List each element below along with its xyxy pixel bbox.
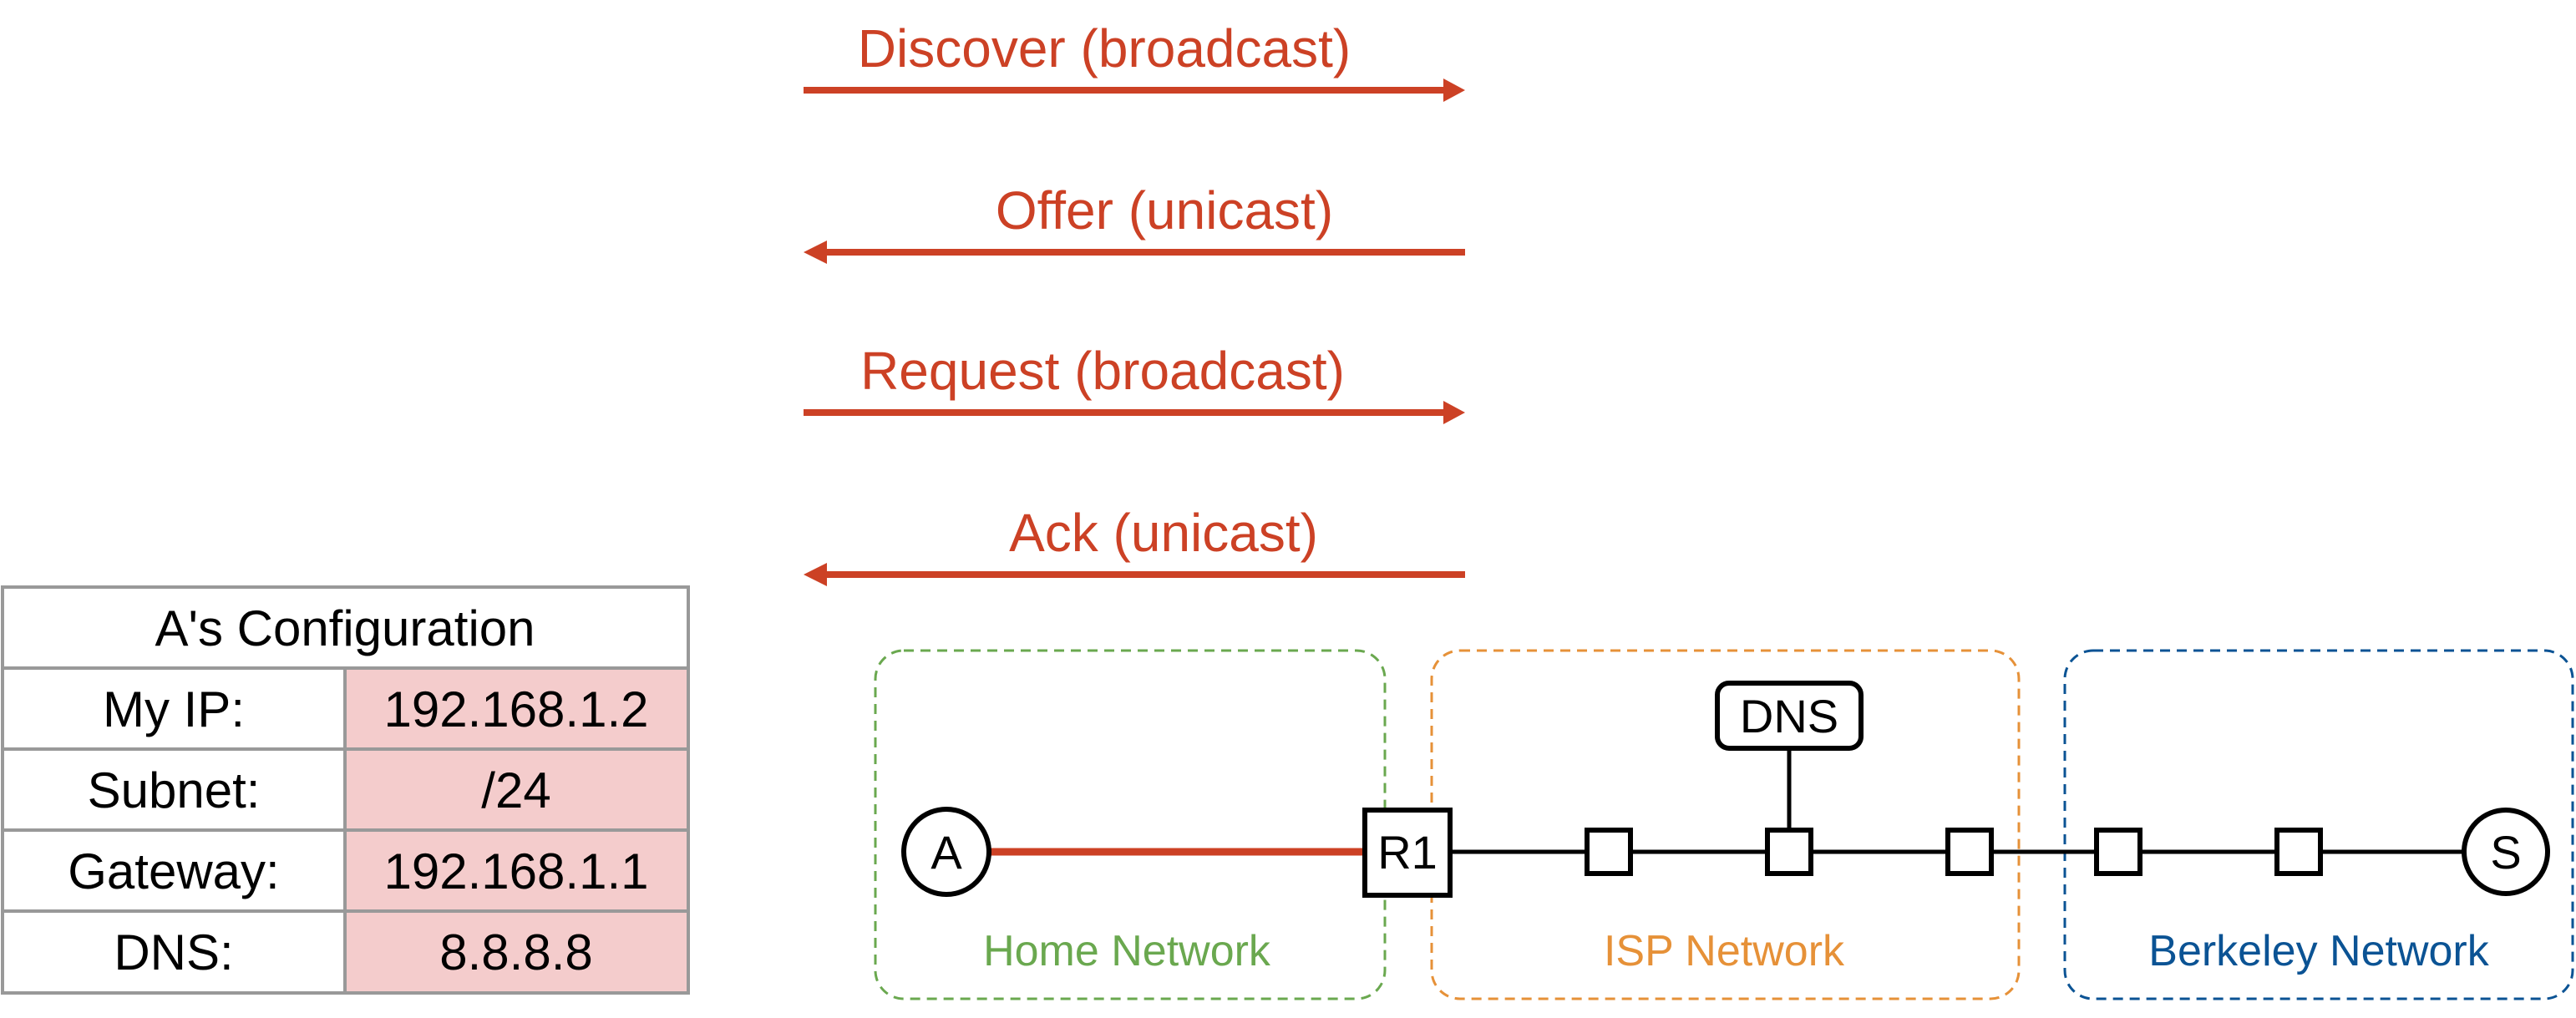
berkeley-network-region (2063, 649, 2574, 1000)
config-table: A's Configuration My IP: 192.168.1.2 Sub… (1, 585, 690, 995)
message-offer: Offer (unicast) (804, 180, 1465, 264)
row-value-gateway: 192.168.1.1 (384, 843, 649, 899)
router-r1: R1 (1362, 808, 1453, 898)
home-network-label: Home Network (983, 927, 1271, 975)
berkeley-network-label: Berkeley Network (2148, 927, 2489, 975)
row-value-dns: 8.8.8.8 (439, 924, 593, 980)
message-label: Ack (unicast) (1009, 503, 1318, 563)
switch-icon (1765, 828, 1813, 876)
dns-server-label: DNS (1740, 690, 1838, 742)
switch-icon (2274, 828, 2323, 876)
host-a-label: A (931, 826, 962, 879)
row-value-subnet: /24 (481, 762, 550, 818)
arrowhead-icon (1443, 401, 1465, 424)
arrowhead-icon (804, 241, 827, 264)
server-label: S (2490, 826, 2521, 879)
row-label-gateway: Gateway: (68, 843, 279, 899)
switch-icon (1585, 828, 1633, 876)
isp-network-label: ISP Network (1604, 927, 1845, 975)
table-title: A's Configuration (155, 600, 535, 656)
dns-server: DNS (1715, 681, 1864, 751)
arrowhead-icon (804, 563, 827, 586)
isp-network-region (1430, 649, 2021, 1000)
message-label: Offer (unicast) (996, 180, 1333, 241)
row-value-ip: 192.168.1.2 (384, 681, 649, 737)
switches (1585, 828, 2323, 876)
dns-server-icon (1715, 681, 1864, 751)
router-label: R1 (1377, 826, 1438, 879)
message-request: Request (broadcast) (804, 341, 1465, 424)
links (991, 748, 2464, 856)
arrowhead-icon (1443, 79, 1465, 102)
router-icon (1362, 808, 1453, 898)
row-label-dns: DNS: (114, 924, 233, 980)
message-ack: Ack (unicast) (804, 503, 1465, 586)
host-a: A (901, 807, 991, 897)
message-label: Discover (broadcast) (858, 18, 1351, 79)
message-label: Request (broadcast) (860, 341, 1345, 401)
message-discover: Discover (broadcast) (804, 18, 1465, 102)
host-icon (901, 807, 991, 897)
switch-icon (2094, 828, 2142, 876)
server-s: S (2462, 808, 2550, 896)
row-label-ip: My IP: (103, 681, 245, 737)
row-label-subnet: Subnet: (88, 762, 261, 818)
server-icon (2462, 808, 2550, 896)
switch-icon (1945, 828, 1994, 876)
